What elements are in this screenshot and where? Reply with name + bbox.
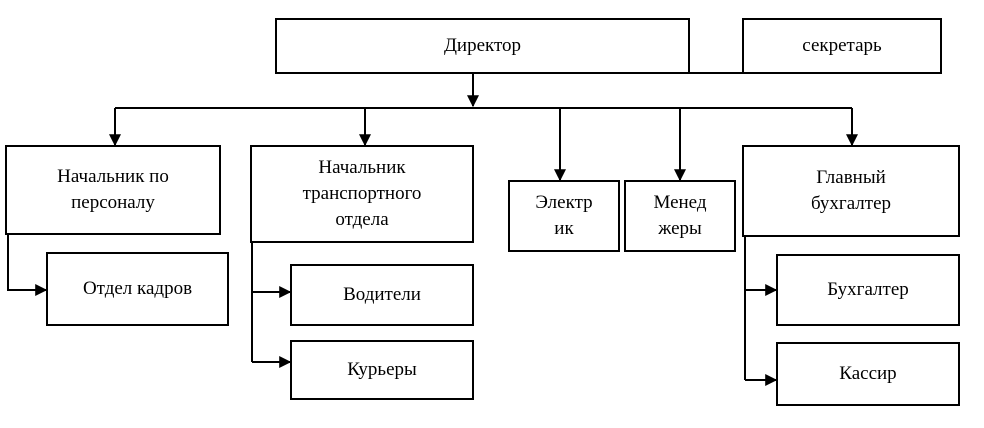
hr-department-label: Отдел кадров [82, 278, 193, 299]
electrician-label: Электр ик [535, 192, 593, 239]
couriers-box: Курьеры [290, 340, 474, 400]
chief-accountant-label: Главный бухгалтер [810, 167, 892, 214]
secretary-label: секретарь [802, 35, 882, 56]
hr-dept-link [7, 234, 48, 296]
accountant-box: Бухгалтер [776, 254, 960, 326]
hr-head-label: Начальник по персоналу [57, 166, 169, 213]
transport-head-label: Начальник транспортного отдела [302, 157, 422, 230]
director-label: Директор [443, 35, 522, 56]
secretary-box: секретарь [742, 18, 942, 74]
hr-head-box: Начальник по персоналу [5, 145, 221, 235]
cashier-label: Кассир [839, 363, 897, 384]
drivers-label: Водители [343, 284, 421, 305]
accountant-label: Бухгалтер [827, 279, 909, 300]
electrician-box: Электр ик [508, 180, 620, 252]
cashier-box: Кассир [776, 342, 960, 406]
managers-label: Менед жеры [653, 192, 707, 239]
director-box: Директор [275, 18, 690, 74]
hr-department-box: Отдел кадров [46, 252, 229, 326]
drivers-box: Водители [290, 264, 474, 326]
couriers-label: Курьеры [347, 359, 417, 380]
transport-head-box: Начальник транспортного отдела [250, 145, 474, 243]
managers-box: Менед жеры [624, 180, 736, 252]
chief-accountant-box: Главный бухгалтер [742, 145, 960, 237]
